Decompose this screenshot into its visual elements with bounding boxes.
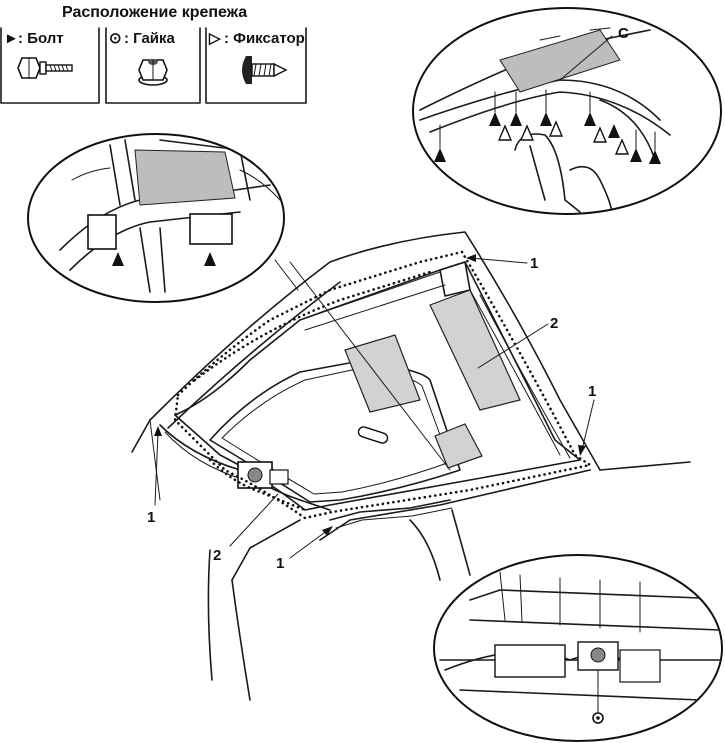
callout-letter-c: C bbox=[618, 25, 629, 42]
callouts: 1 2 1 1 2 1 bbox=[147, 254, 596, 572]
nut-marker bbox=[592, 712, 604, 724]
sunroof-motor bbox=[237, 461, 289, 489]
bolt-markers-group bbox=[434, 112, 661, 164]
sunroof-opening bbox=[209, 361, 461, 503]
legend-box-nut: ⊙ : Гайка bbox=[105, 27, 201, 104]
dotted-outline-side bbox=[193, 270, 432, 382]
detail-bubble-right: C bbox=[412, 7, 722, 215]
sunroof-handle bbox=[357, 426, 389, 444]
sunroof-glass-rear bbox=[344, 334, 421, 413]
callout-1-right: 1 bbox=[588, 383, 596, 400]
roof-main-view bbox=[131, 231, 691, 701]
bolt-icon bbox=[17, 57, 73, 79]
dotted-outline-inner bbox=[208, 458, 307, 512]
callout-1-left: 1 bbox=[147, 509, 155, 526]
sunroof-glass-front bbox=[434, 423, 483, 469]
legend-box-bolt: ► : Болт bbox=[0, 27, 100, 104]
callout-2-right: 2 bbox=[550, 315, 558, 332]
legend-label-bolt: : Болт bbox=[18, 30, 64, 47]
clip-icon bbox=[242, 56, 288, 84]
legend-title: Расположение крепежа bbox=[62, 4, 247, 21]
legend-symbol-bolt: ► bbox=[4, 30, 19, 47]
detail-bubble-bottom bbox=[433, 554, 723, 742]
detail-bubble-left bbox=[27, 133, 285, 303]
legend-label-clip: : Фиксатор bbox=[224, 30, 305, 47]
clip-markers-group bbox=[497, 120, 630, 155]
legend-box-clip: ▷ : Фиксатор bbox=[205, 27, 307, 104]
callout-1-bottom: 1 bbox=[276, 555, 284, 572]
fastener-legend: Расположение крепежа ► : Болт ⊙ : Гайка bbox=[0, 4, 307, 104]
sunroof-glass-upper bbox=[429, 289, 521, 411]
bolt-marker bbox=[112, 252, 124, 266]
callout-1-top: 1 bbox=[530, 255, 538, 272]
nut-icon bbox=[138, 59, 168, 86]
callout-2-left: 2 bbox=[213, 547, 221, 564]
legend-symbol-nut: ⊙ bbox=[109, 30, 122, 47]
legend-label-nut: : Гайка bbox=[124, 30, 176, 47]
bolt-marker bbox=[204, 252, 216, 266]
legend-symbol-clip: ▷ bbox=[208, 30, 222, 47]
dotted-outline-main bbox=[173, 250, 594, 520]
